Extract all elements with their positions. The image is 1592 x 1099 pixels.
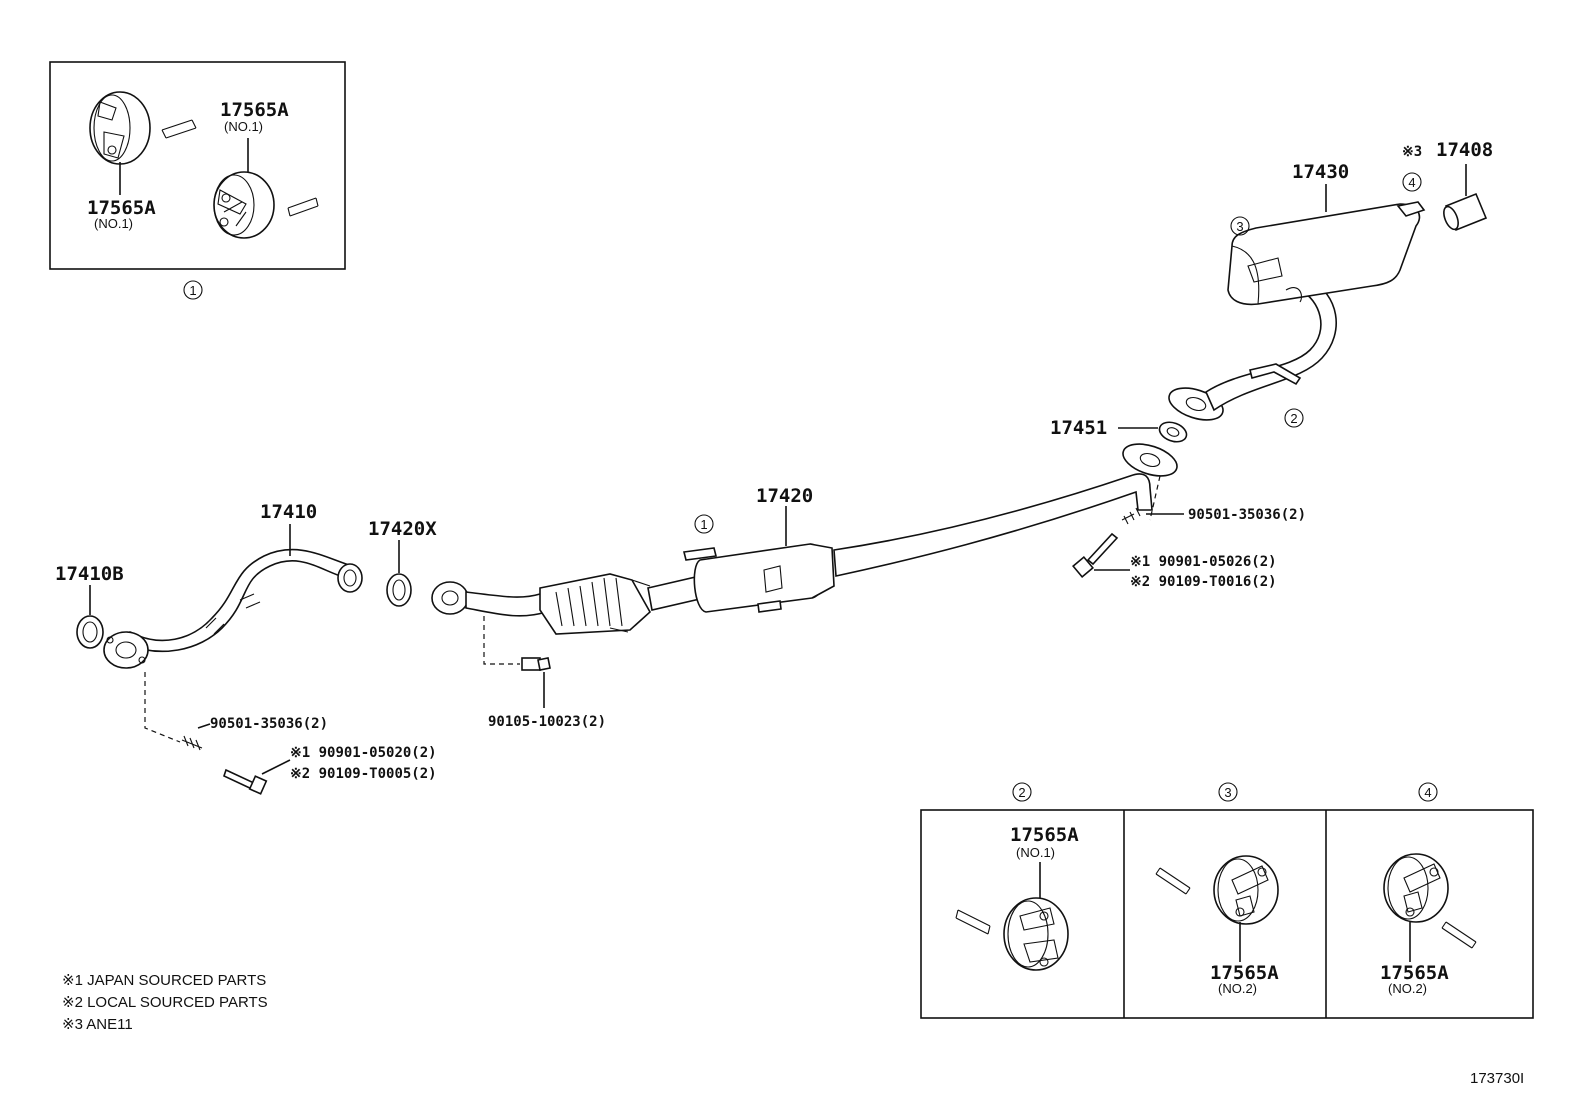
- part-17408-mark: ※3: [1402, 144, 1422, 160]
- inset-hanger-1: 17565A (NO.1) 17565A (NO.1) 1: [49, 61, 346, 300]
- inset-4-part-label: 17565A: [1380, 962, 1449, 984]
- insets-bottom: 2 17565A (NO.1) 3: [920, 782, 1534, 1019]
- hanger-icon: [213, 171, 275, 239]
- inset-hanger-4: 4 17565A (NO.2): [1380, 782, 1477, 996]
- inset-2-part-sub: (NO.1): [1016, 845, 1055, 860]
- hanger-icon: [1213, 855, 1279, 925]
- fastener-3-label: 90105-10023(2): [488, 714, 606, 730]
- callout-4: 4: [1408, 175, 1415, 190]
- fastener-5b-label: ※2 90109-T0016(2): [1130, 574, 1277, 590]
- callout-3-circle: [1230, 216, 1250, 236]
- muffler-assembly: 17430 3 4 2: [1168, 161, 1426, 428]
- callout-1: 1: [700, 517, 707, 532]
- hanger-icon: [1003, 897, 1069, 971]
- callout-2-circle: [1284, 408, 1304, 428]
- fastener-2a-label: ※1 90901-05020(2): [290, 745, 437, 761]
- fastener-5a-label: ※1 90901-05026(2): [1130, 554, 1277, 570]
- figure-id: 173730I: [1470, 1070, 1524, 1087]
- callout-3: 3: [1236, 219, 1243, 234]
- inset-1-marker: 1: [189, 283, 196, 298]
- callout-2: 2: [1290, 411, 1297, 426]
- catalytic-converter: 17420 1: [431, 485, 835, 635]
- inset-1-part-b-label: 17565A: [87, 197, 156, 219]
- note-1: ※1 JAPAN SOURCED PARTS: [62, 972, 266, 989]
- part-17410B-label: 17410B: [55, 563, 124, 585]
- gasket-17451: 17451: [1050, 417, 1188, 443]
- inset-3-marker: 3: [1224, 785, 1231, 800]
- gasket-17420X: 17420X: [368, 518, 437, 607]
- inset-3-part-label: 17565A: [1210, 962, 1279, 984]
- tail-tip-17408: ※3 17408: [1402, 139, 1493, 232]
- inset-1-part-a-sub: (NO.1): [224, 119, 263, 134]
- part-17451-label: 17451: [1050, 417, 1107, 439]
- inset-4-marker: 4: [1424, 785, 1431, 800]
- hanger-icon: [1383, 853, 1449, 923]
- inset-1-frame: [49, 61, 346, 270]
- insets-bottom-frame: [920, 809, 1534, 1019]
- callout-1-circle: [694, 514, 714, 534]
- inset-1-part-b-sub: (NO.1): [94, 216, 133, 231]
- inset-4-part-sub: (NO.2): [1388, 981, 1427, 996]
- inset-1-part-a-label: 17565A: [220, 99, 289, 121]
- hanger-icon: [89, 91, 151, 165]
- gasket-17410B: 17410B: [55, 563, 124, 649]
- inset-2-marker: 2: [1018, 785, 1025, 800]
- inset-hanger-2: 2 17565A (NO.1): [955, 782, 1079, 971]
- callout-4-circle: [1402, 172, 1422, 192]
- inset-3-part-sub: (NO.2): [1218, 981, 1257, 996]
- part-17430-label: 17430: [1292, 161, 1349, 183]
- inset-1-marker-circle: [183, 280, 203, 300]
- center-pipe: [833, 443, 1178, 577]
- fastener-4-label: 90501-35036(2): [1188, 507, 1306, 523]
- part-17420X-label: 17420X: [368, 518, 437, 540]
- front-fasteners: 90501-35036(2) ※1 90901-05020(2) ※2 9010…: [144, 672, 437, 795]
- front-pipe: 17410: [103, 501, 363, 669]
- bolt-icon: [1072, 532, 1119, 578]
- legend-notes: ※1 JAPAN SOURCED PARTS ※2 LOCAL SOURCED …: [62, 972, 268, 1033]
- inset-hanger-3: 3 17565A (NO.2): [1155, 782, 1279, 996]
- note-3: ※3 ANE11: [62, 1016, 133, 1033]
- bolt-icon: [223, 768, 268, 795]
- part-17420-label: 17420: [756, 485, 813, 507]
- note-2: ※2 LOCAL SOURCED PARTS: [62, 994, 268, 1011]
- bolt-icon: [521, 657, 551, 671]
- center-fasteners: 90501-35036(2) ※1 90901-05026(2) ※2 9010…: [1072, 507, 1306, 590]
- fastener-1-label: 90501-35036(2): [210, 716, 328, 732]
- part-17410-label: 17410: [260, 501, 317, 523]
- cat-fasteners: 90105-10023(2): [483, 616, 606, 730]
- inset-2-part-label: 17565A: [1010, 824, 1079, 846]
- part-17408-label: 17408: [1436, 139, 1493, 161]
- fastener-2b-label: ※2 90109-T0005(2): [290, 766, 437, 782]
